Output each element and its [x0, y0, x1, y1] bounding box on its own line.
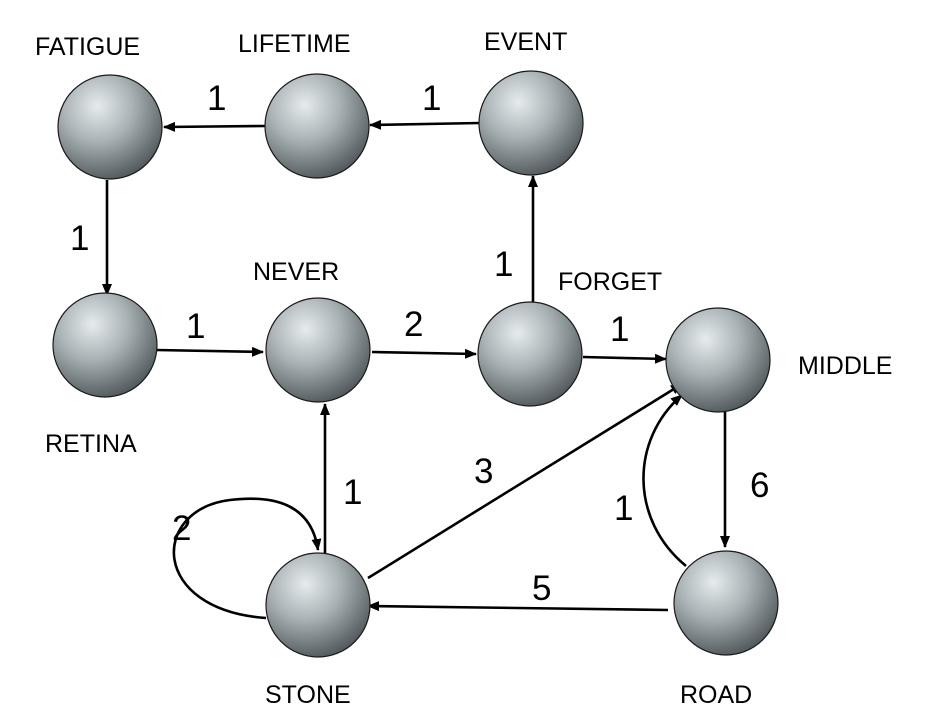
edge-stone-loop [172, 497, 322, 620]
label-event: EVENT [484, 28, 567, 56]
edge-stone-middle [367, 382, 683, 580]
edge-event-lifetime [369, 119, 481, 130]
edge-forget-middle [582, 353, 667, 364]
label-forget: FORGET [558, 268, 662, 296]
node-road [673, 550, 779, 656]
edges [102, 119, 730, 620]
weight-road-stone: 5 [532, 569, 551, 608]
label-middle: MIDDLE [798, 352, 892, 380]
label-retina: RETINA [45, 430, 137, 458]
weight-stone-never: 1 [343, 473, 362, 512]
node-fatigue [57, 74, 163, 180]
node-lifetime [264, 73, 370, 179]
weight-never-forget: 2 [404, 305, 423, 344]
weight-retina-never: 1 [186, 307, 205, 346]
weight-forget-event: 1 [494, 245, 513, 284]
label-road: ROAD [680, 681, 752, 709]
weight-stone-loop: 2 [172, 509, 191, 548]
label-lifetime: LIFETIME [238, 30, 351, 58]
node-stone [265, 552, 371, 658]
label-stone: STONE [265, 681, 351, 709]
label-fatigue: FATIGUE [35, 33, 140, 61]
node-middle [665, 307, 771, 413]
weight-middle-road: 6 [750, 466, 769, 505]
node-never [265, 297, 371, 403]
edge-weights: 1 1 1 1 2 1 1 1 2 3 5 1 6 [70, 79, 769, 608]
node-labels: FATIGUE LIFETIME EVENT RETINA NEVER FORG… [35, 28, 892, 709]
edge-road-middle [642, 394, 687, 568]
edge-never-forget [371, 348, 477, 359]
weight-fatigue-retina: 1 [70, 219, 89, 258]
node-retina [52, 292, 158, 398]
node-event [478, 70, 584, 176]
nodes [52, 70, 779, 658]
weight-lifetime-fatigue: 1 [207, 79, 226, 118]
edge-road-stone [367, 601, 669, 612]
node-forget [477, 301, 583, 407]
weight-forget-middle: 1 [610, 310, 629, 349]
edge-lifetime-fatigue [163, 121, 266, 132]
edge-retina-never [155, 346, 264, 357]
weight-road-middle: 1 [614, 489, 633, 528]
weight-stone-middle: 3 [474, 452, 493, 491]
weight-event-lifetime: 1 [422, 79, 441, 118]
label-never: NEVER [253, 258, 339, 286]
